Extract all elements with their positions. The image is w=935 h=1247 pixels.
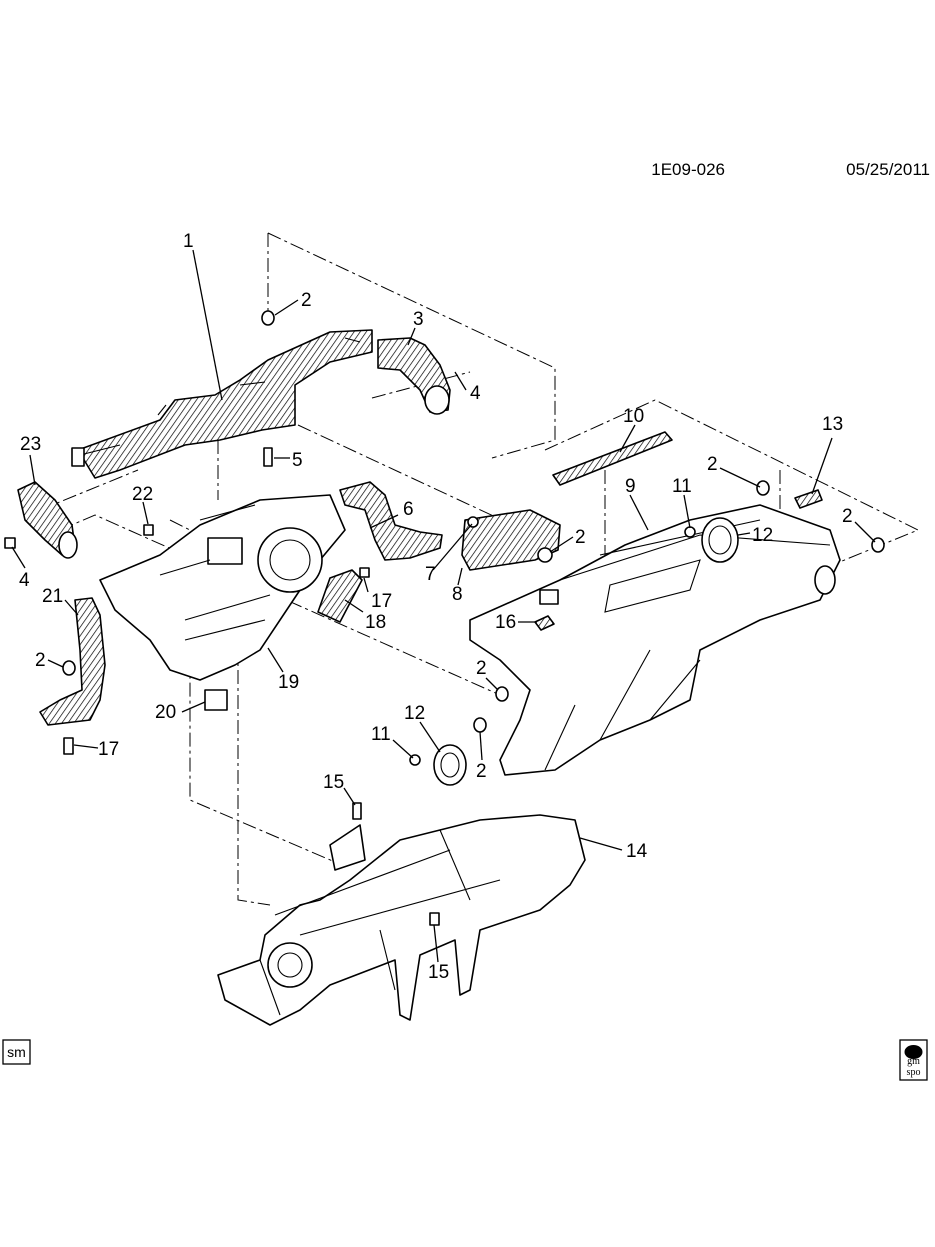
callout-12: 12 <box>752 525 773 546</box>
callout-5: 5 <box>292 450 303 471</box>
callout-1: 1 <box>183 231 194 252</box>
callout-3: 3 <box>413 309 424 330</box>
sm-badge-text: sm <box>7 1044 26 1060</box>
callout-11: 11 <box>371 724 391 745</box>
callout-2: 2 <box>707 454 718 475</box>
callout-6: 6 <box>403 499 414 520</box>
side-duct-right <box>339 481 443 561</box>
callout-4: 4 <box>470 383 481 404</box>
callout-4: 4 <box>19 570 30 591</box>
callout-13: 13 <box>822 414 843 435</box>
callout-2: 2 <box>575 527 586 548</box>
callout-2: 2 <box>301 290 312 311</box>
tie-bar <box>217 814 586 1026</box>
callout-18: 18 <box>365 612 386 633</box>
side-outlet-left <box>433 744 467 786</box>
diagram-date: 05/25/2011 <box>846 160 930 179</box>
callout-23: 23 <box>20 434 41 455</box>
fasteners <box>4 310 885 926</box>
callout-21: 21 <box>42 586 63 607</box>
floor-duct-left <box>17 481 78 559</box>
callout-7: 7 <box>425 564 436 585</box>
defroster-hose <box>377 337 451 415</box>
instrument-panel <box>469 504 841 776</box>
callout-14: 14 <box>626 841 648 862</box>
leader-lines <box>11 249 876 963</box>
callout-11: 11 <box>672 476 692 497</box>
gm-spo-logo: gm spo <box>899 1039 928 1081</box>
callout-labels: 1 2 2 2 2 2 2 2 3 4 4 5 6 7 8 9 10 11 11… <box>19 231 853 983</box>
callout-17: 17 <box>371 591 392 612</box>
sensor-13 <box>794 489 823 509</box>
spo-logo-text: spo <box>907 1067 921 1078</box>
callout-2: 2 <box>842 506 853 527</box>
callout-2: 2 <box>35 650 46 671</box>
callout-20: 20 <box>155 702 176 723</box>
sm-badge: sm <box>2 1039 31 1065</box>
callout-9: 9 <box>625 476 636 497</box>
callout-10: 10 <box>623 406 644 427</box>
callout-15: 15 <box>323 772 344 793</box>
callout-17: 17 <box>98 739 119 760</box>
gm-logo-text: gm <box>907 1056 920 1067</box>
callout-22: 22 <box>132 484 153 505</box>
callout-2: 2 <box>476 761 487 782</box>
callout-2: 2 <box>476 658 487 679</box>
callout-15: 15 <box>428 962 449 983</box>
defroster-grille <box>552 431 673 486</box>
callout-16: 16 <box>495 612 516 633</box>
floor-duct-lower-left <box>39 597 106 726</box>
side-outlet-right <box>701 517 739 563</box>
module <box>317 569 363 623</box>
diagram-code: 1E09-026 <box>651 160 725 179</box>
callout-12: 12 <box>404 703 425 724</box>
hvac-module <box>99 494 346 711</box>
center-duct <box>71 329 373 479</box>
callout-19: 19 <box>278 672 299 693</box>
callout-8: 8 <box>452 584 463 605</box>
